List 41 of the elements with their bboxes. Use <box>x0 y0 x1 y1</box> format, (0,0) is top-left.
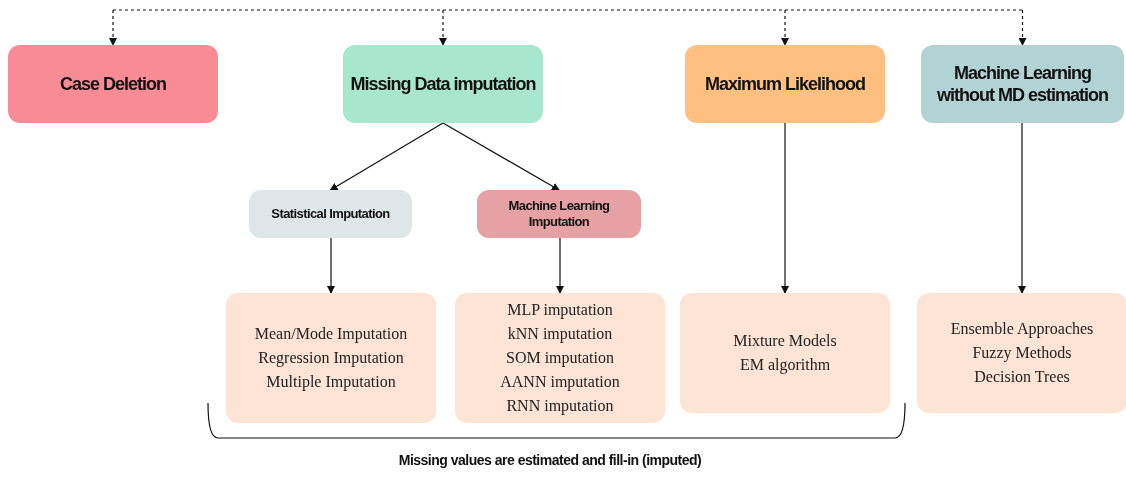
category-box <box>685 45 885 123</box>
arrow <box>556 237 564 294</box>
method-item: EM algorithm <box>739 355 831 376</box>
bracket-note: Missing values are estimated and fill-in (imputed) <box>397 452 703 468</box>
method-item: Decision Trees <box>974 367 1070 387</box>
arrow <box>439 9 447 46</box>
method-list-box <box>917 293 1126 413</box>
method-item: Multiple Imputation <box>266 372 396 393</box>
method-list-box <box>680 293 890 413</box>
category-title: Statistical Imputation <box>271 206 390 222</box>
category-box <box>477 190 641 238</box>
category-box <box>343 45 543 123</box>
method-item: Ensemble Approaches <box>950 319 1094 340</box>
method-item: kNN imputation <box>507 324 613 345</box>
category-box <box>8 45 218 123</box>
arrow <box>327 237 335 294</box>
arrow <box>1018 9 1027 46</box>
method-item: Mean/Mode Imputation <box>254 324 408 345</box>
method-list-box <box>226 293 436 423</box>
arrow <box>109 9 117 46</box>
method-list-box <box>455 293 665 423</box>
arrow <box>781 122 789 294</box>
method-item: Regression Imputation <box>258 348 404 369</box>
category-box <box>921 45 1124 123</box>
arrow <box>781 9 789 46</box>
method-item: Fuzzy Methods <box>972 343 1072 364</box>
arrow <box>442 122 560 191</box>
method-item: AANN imputation <box>500 372 620 393</box>
category-box <box>249 190 412 238</box>
category-title: Machine Learning Imputation <box>507 198 611 230</box>
method-item: MLP imputation <box>507 300 613 321</box>
arrow <box>329 122 444 191</box>
category-title: Machine Learning without MD estimation <box>936 62 1109 106</box>
dashed-trunk-line <box>112 9 1024 11</box>
arrow <box>1018 122 1026 294</box>
method-item: SOM imputation <box>506 348 614 369</box>
category-title: Case Deletion <box>59 73 166 95</box>
category-title: Missing Data imputation <box>350 73 536 95</box>
method-item: Mixture Models <box>733 331 837 351</box>
category-title: Maximum Likelihood <box>705 73 865 95</box>
method-item: RNN imputation <box>506 396 614 417</box>
